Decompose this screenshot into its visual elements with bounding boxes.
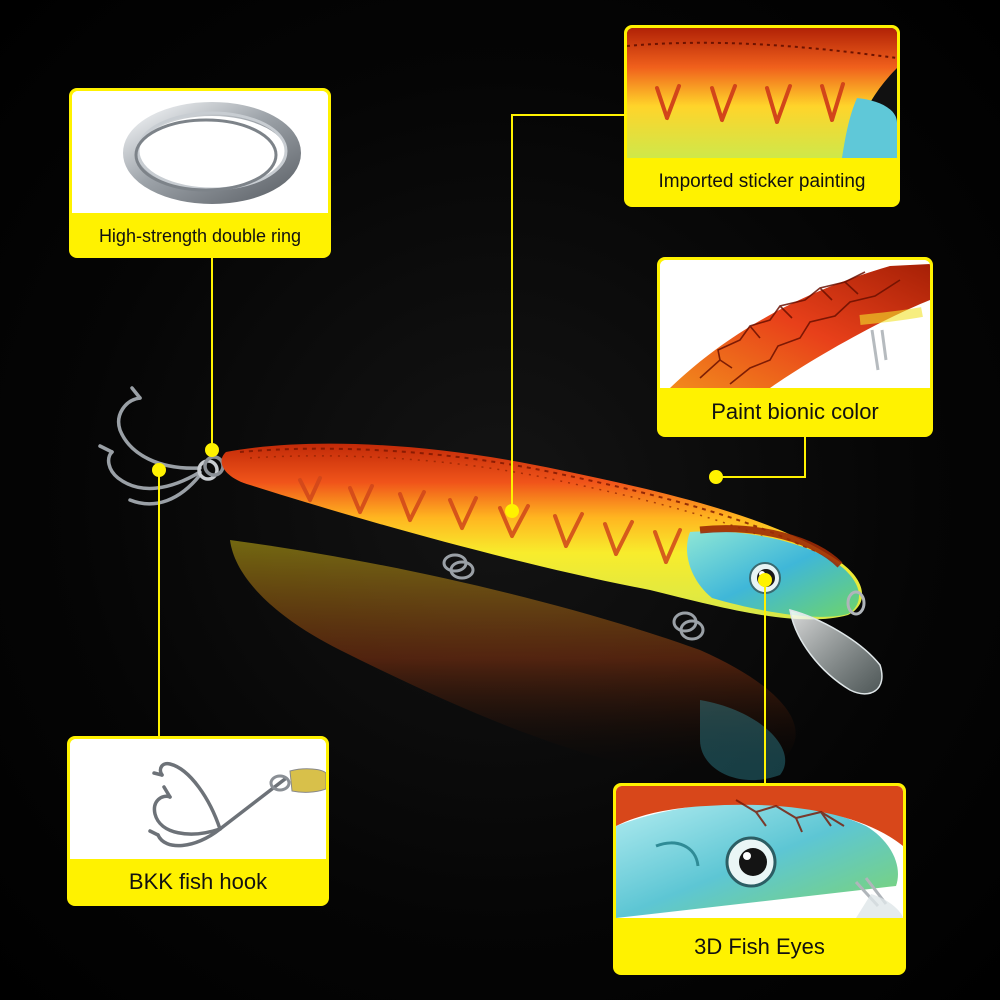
callout-photo-hook [70,739,326,859]
paint-marker-dot [709,470,723,484]
split-ring-icon [72,91,328,213]
callout-3d-eyes: 3D Fish Eyes [613,783,906,975]
lure-closeup-back [660,260,930,388]
callout-photo-eyes [616,786,903,918]
callout-label-paint: Paint bionic color [711,399,879,424]
callout-label-hook: BKK fish hook [128,869,268,894]
callout-photo-ring [72,91,328,213]
lure-reflection [230,540,796,781]
callout-leader-lines [152,114,806,783]
callout-bkk-hook: BKK fish hook [67,736,329,906]
rear-treble-hook [98,386,225,506]
callout-photo-sticker [627,28,897,158]
ring-marker-dot [205,443,219,457]
callout-label-eyes: 3D Fish Eyes [694,934,825,959]
hook-marker-dot [152,463,166,477]
fish-eye-closeup [616,786,903,918]
lure-body [221,443,883,695]
callout-paint-bionic: Paint bionic color [657,257,933,437]
callout-label-ring: High-strength double ring [98,225,302,246]
treble-hook-icon [70,739,326,859]
lure-closeup-side [627,28,897,158]
callout-sticker-painting: Imported sticker painting [624,25,900,207]
belly-hook-ring [442,553,705,641]
callout-label-sticker: Imported sticker painting [658,171,866,192]
callout-double-ring: High-strength double ring [69,88,331,258]
callout-photo-paint [660,260,930,388]
sticker-marker-dot [505,504,519,518]
eye-marker-dot [758,573,772,587]
